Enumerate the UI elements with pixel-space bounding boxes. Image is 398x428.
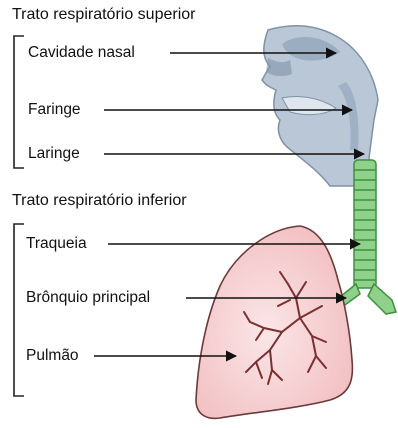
upper-tract-title: Trato respiratório superior	[12, 6, 195, 24]
lung-shape	[196, 226, 352, 418]
label-faringe: Faringe	[28, 101, 81, 119]
label-bronquio-principal: Brônquio principal	[26, 289, 150, 307]
label-cavidade-nasal: Cavidade nasal	[28, 44, 135, 62]
label-traqueia: Traqueia	[26, 235, 87, 253]
label-laringe: Laringe	[28, 145, 80, 163]
label-pulmao: Pulmão	[26, 347, 79, 365]
lower-bracket	[14, 224, 24, 396]
upper-bracket	[14, 36, 24, 168]
lower-tract-title: Trato respiratório inferior	[12, 192, 187, 210]
